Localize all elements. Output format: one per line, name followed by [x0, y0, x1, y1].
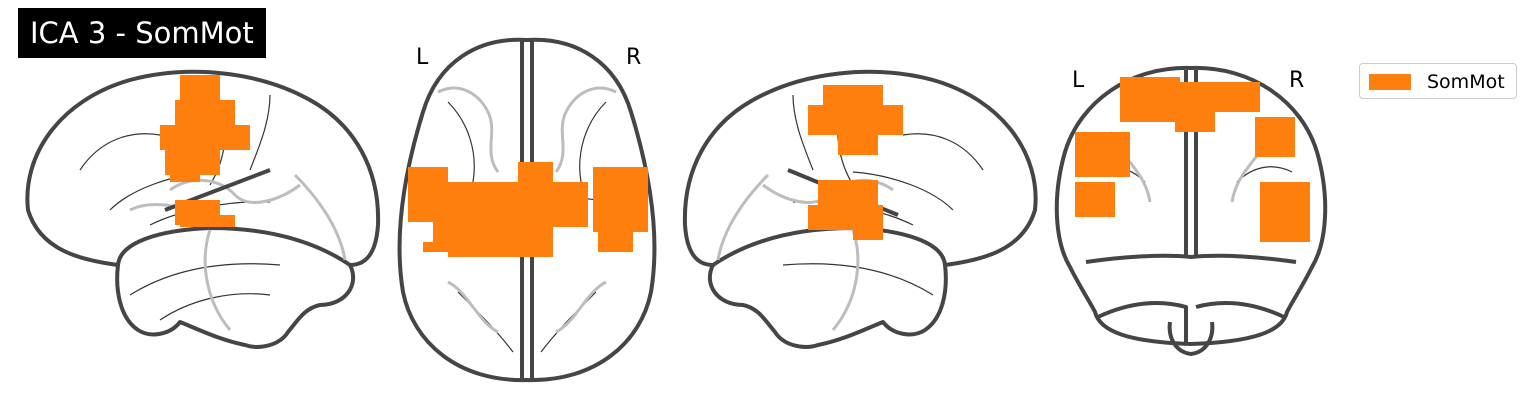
axial-left-label: L [416, 45, 429, 70]
coronal-right-label: R [1289, 68, 1305, 93]
coronal-view [1054, 65, 1328, 356]
legend-swatch [1369, 74, 1411, 90]
legend: SomMot [1359, 63, 1517, 99]
sagittal-right-view [682, 69, 1038, 349]
axial-right-label: R [626, 45, 642, 70]
coronal-left-label: L [1072, 68, 1085, 93]
axial-view [397, 37, 657, 383]
figure-title: ICA 3 - SomMot [18, 8, 266, 58]
sagittal-left-view [25, 69, 381, 349]
legend-label: SomMot [1427, 71, 1505, 93]
